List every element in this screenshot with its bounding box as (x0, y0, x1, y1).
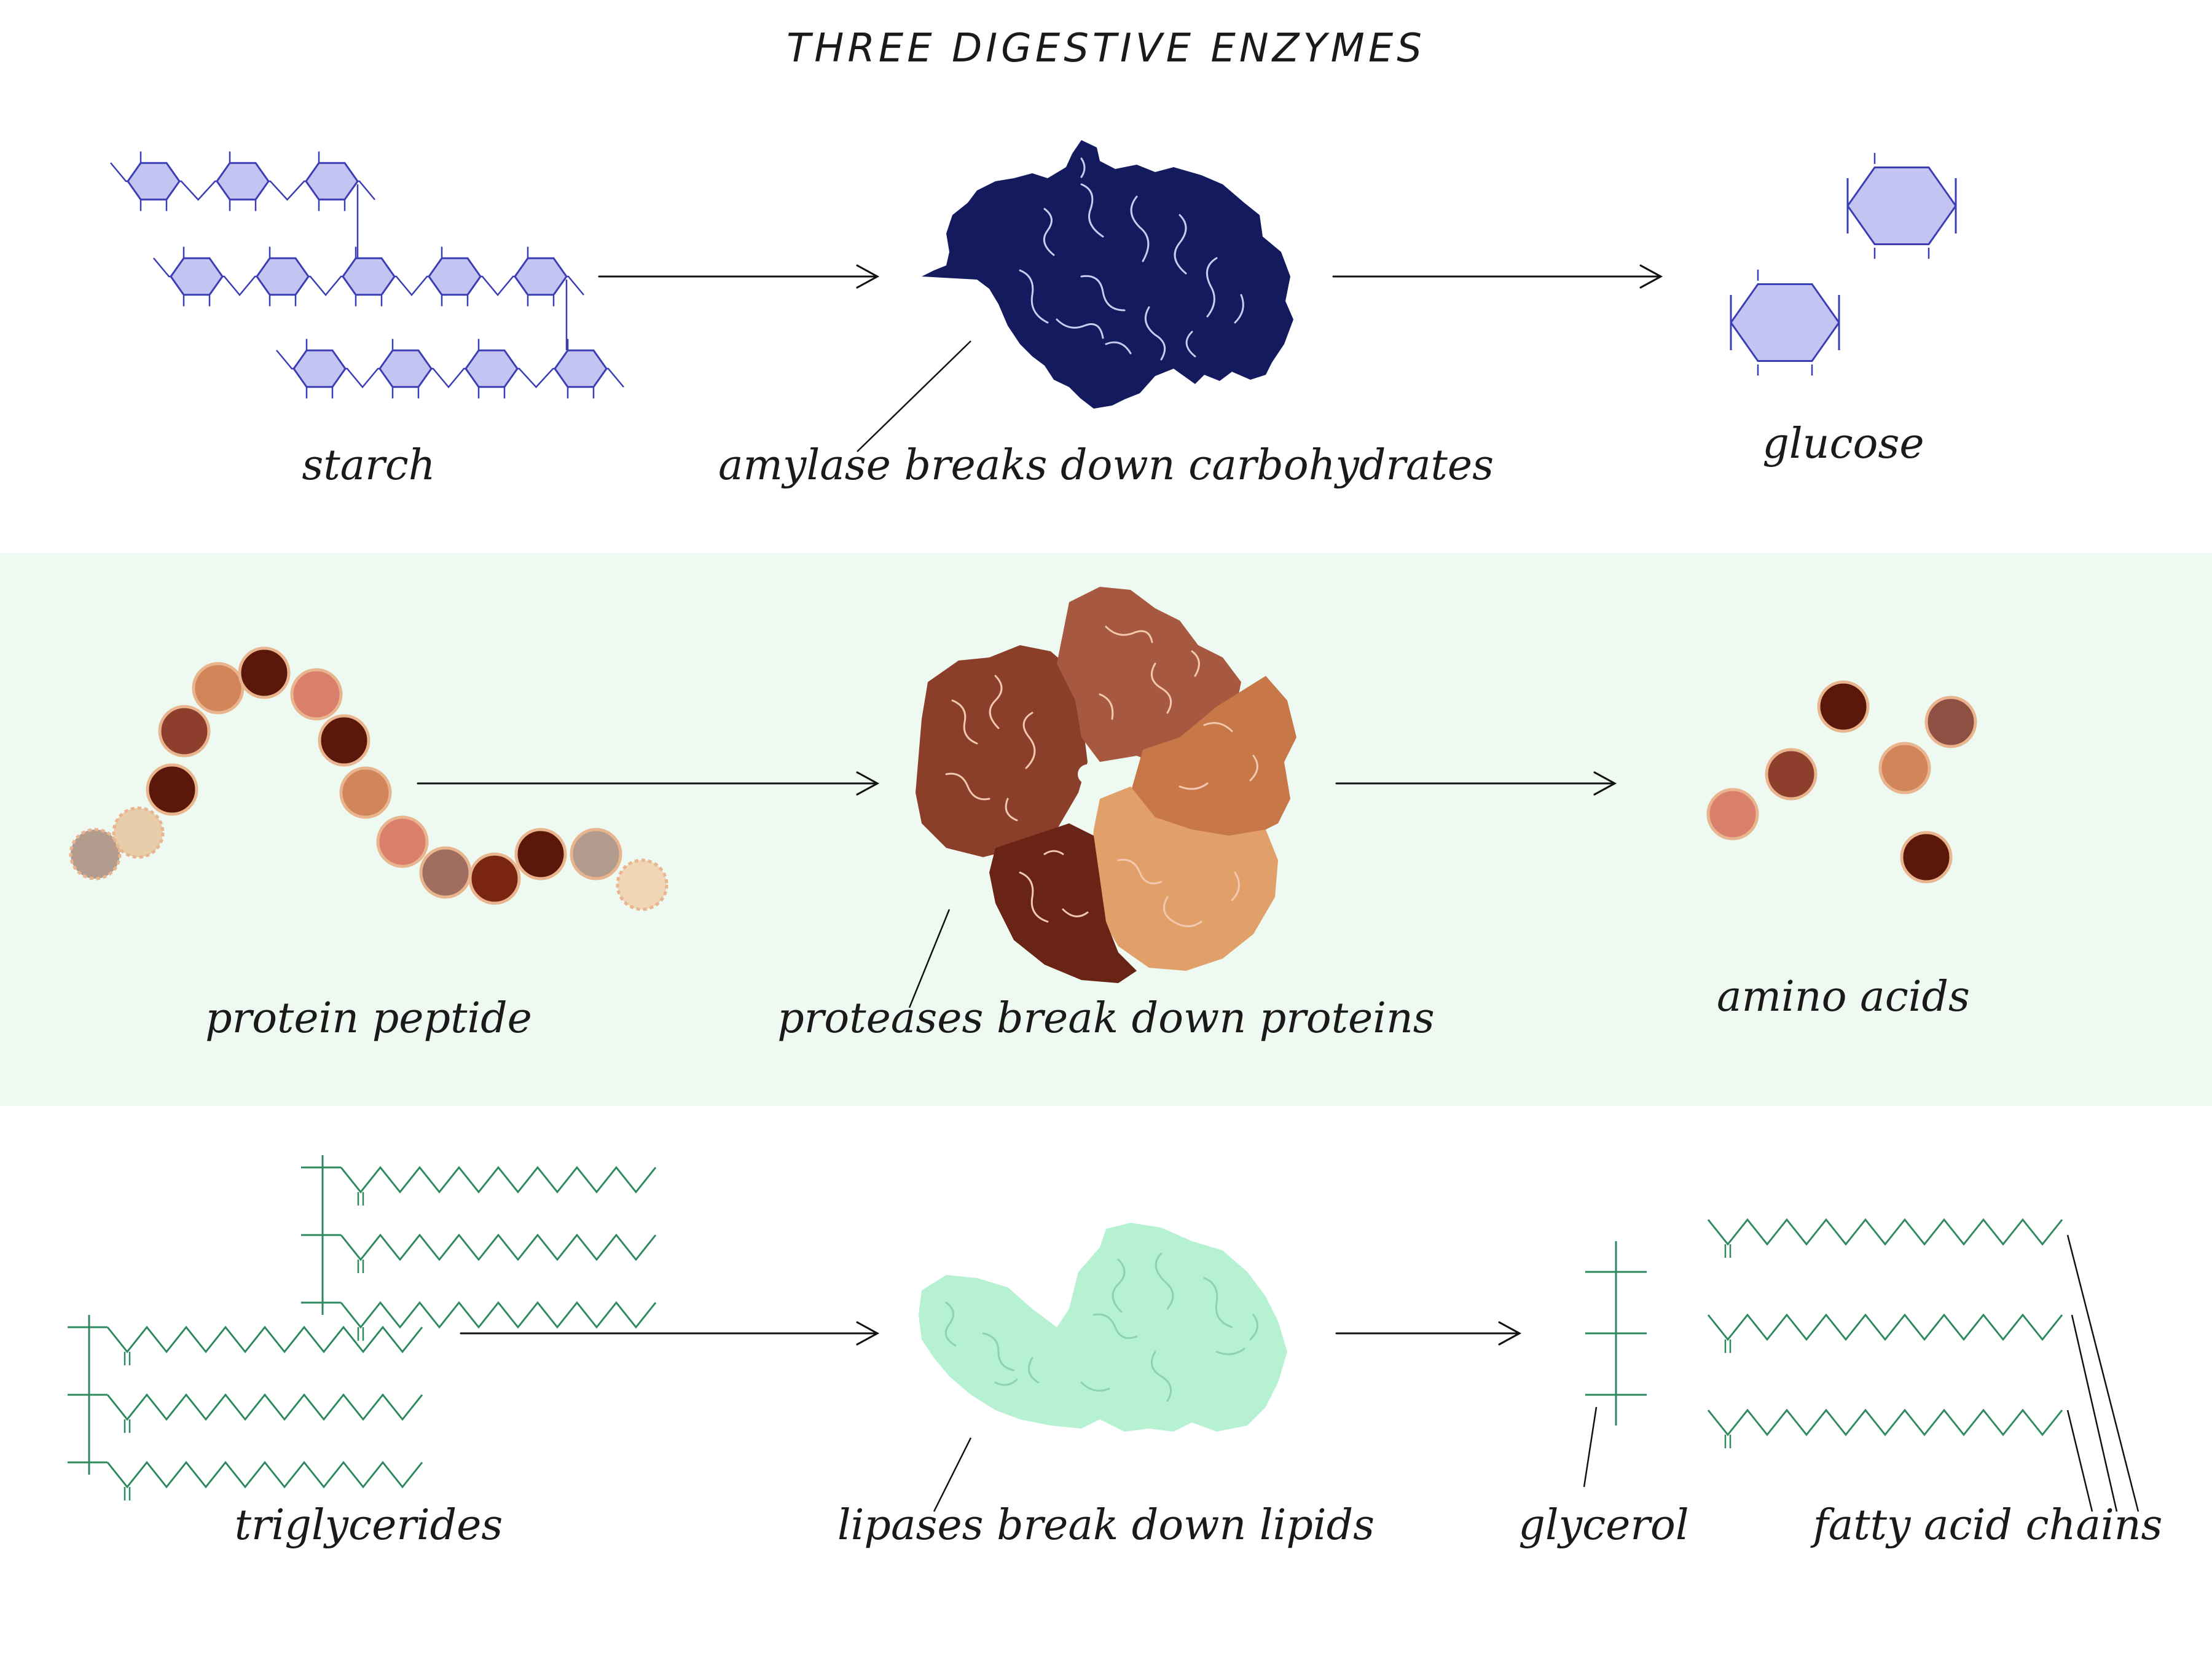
glucose-unit-icon (170, 257, 224, 296)
fatty-acid-tail (340, 1233, 657, 1261)
diagram-title: THREE DIGESTIVE ENZYMES (786, 26, 1426, 71)
amino-acid-bead (69, 828, 122, 880)
glucose-ring-icon (1730, 283, 1840, 362)
free-fatty-acid-chain (1707, 1313, 2063, 1341)
fatty-acid-tail (106, 1393, 423, 1421)
arrow-protease-to-amino-acids (1335, 771, 1617, 796)
amylase-leader-line (857, 340, 971, 452)
protease-enzyme-icon (916, 587, 1296, 983)
glycerol-label: glycerol (1518, 1501, 1688, 1550)
glucose-unit-icon (554, 349, 608, 388)
amylase-label: amylase breaks down carbohydrates (718, 441, 1494, 490)
starch-label: starch (302, 441, 435, 490)
starch-linkage (276, 350, 624, 388)
lipase-enzyme-icon (919, 1223, 1287, 1432)
amino-acid-bead (112, 806, 165, 859)
peptide-chain-icon (69, 646, 669, 911)
amylase-enzyme-icon (922, 140, 1293, 409)
free-fatty-acid-chain (1707, 1408, 2063, 1437)
protease-leader-line (908, 909, 951, 1008)
glucose-unit-icon (256, 257, 310, 296)
triglyceride-molecule-icon (68, 1155, 657, 1500)
arrow-starch-to-amylase (598, 264, 880, 289)
glucose-unit-icon (216, 162, 270, 201)
glucose-unit-icon (428, 257, 482, 296)
amino-acid-bead (238, 646, 291, 699)
glucose-unit-icon (465, 349, 519, 388)
fatty-acid-tail (106, 1325, 423, 1354)
free-fatty-acid-chain (1707, 1218, 2063, 1246)
amino-acid-bead (290, 668, 343, 721)
free-amino-acid-icon (1924, 696, 1977, 748)
glucose-unit-icon (378, 349, 433, 388)
free-amino-acid-icon (1817, 680, 1870, 733)
glucose-unit-icon (514, 257, 568, 296)
amino-acid-bead (468, 852, 521, 905)
amino-acid-bead (318, 714, 371, 767)
arrow-lipase-to-products (1335, 1321, 1522, 1346)
amino-acid-bead (339, 766, 392, 819)
arrow-triglycerides-to-lipase (460, 1321, 880, 1346)
lipase-label: lipases break down lipids (837, 1501, 1375, 1550)
glucose-label: glucose (1762, 420, 1924, 468)
amino-acids-label: amino acids (1717, 973, 1970, 1021)
glucose-unit-icon (292, 349, 347, 388)
amino-acid-bead (514, 828, 567, 880)
fatty-acid-tail (106, 1461, 423, 1489)
free-amino-acid-icon (1765, 748, 1818, 801)
glycerol-backbone-icon (1585, 1241, 1647, 1426)
glucose-ring-icon (1846, 167, 1957, 245)
amino-acid-bead (570, 828, 622, 880)
triglycerides-label: triglycerides (235, 1501, 503, 1550)
fatty-acid-chains-icon (1707, 1218, 2063, 1448)
fatty-acid-tail (340, 1301, 657, 1329)
arrow-peptide-to-protease (417, 771, 880, 796)
protein-peptide-label: protein peptide (205, 994, 532, 1043)
glucose-unit-icon (127, 162, 181, 201)
amino-acid-bead (192, 662, 245, 715)
amino-acid-bead (158, 705, 211, 758)
amino-acid-bead (376, 815, 429, 868)
free-amino-acid-icon (1878, 742, 1931, 794)
free-amino-acid-icon (1706, 788, 1759, 841)
protease-label: proteases break down proteins (777, 994, 1434, 1043)
amino-acids-icon (1706, 680, 1977, 884)
free-amino-acid-icon (1900, 831, 1953, 884)
glucose-unit-icon (305, 162, 359, 201)
arrow-amylase-to-glucose (1332, 264, 1663, 289)
starch-molecule-icon (110, 151, 624, 399)
glucose-unit-icon (342, 257, 396, 296)
amino-acid-bead (616, 858, 669, 911)
amino-acid-bead (419, 846, 472, 899)
fatty-acid-tail (340, 1166, 657, 1194)
glucose-molecule-icon (1730, 152, 1957, 376)
fatty-acid-chains-label: fatty acid chains (1810, 1501, 2163, 1550)
amino-acid-bead (146, 763, 198, 816)
product-leader-lines (933, 1234, 2139, 1512)
